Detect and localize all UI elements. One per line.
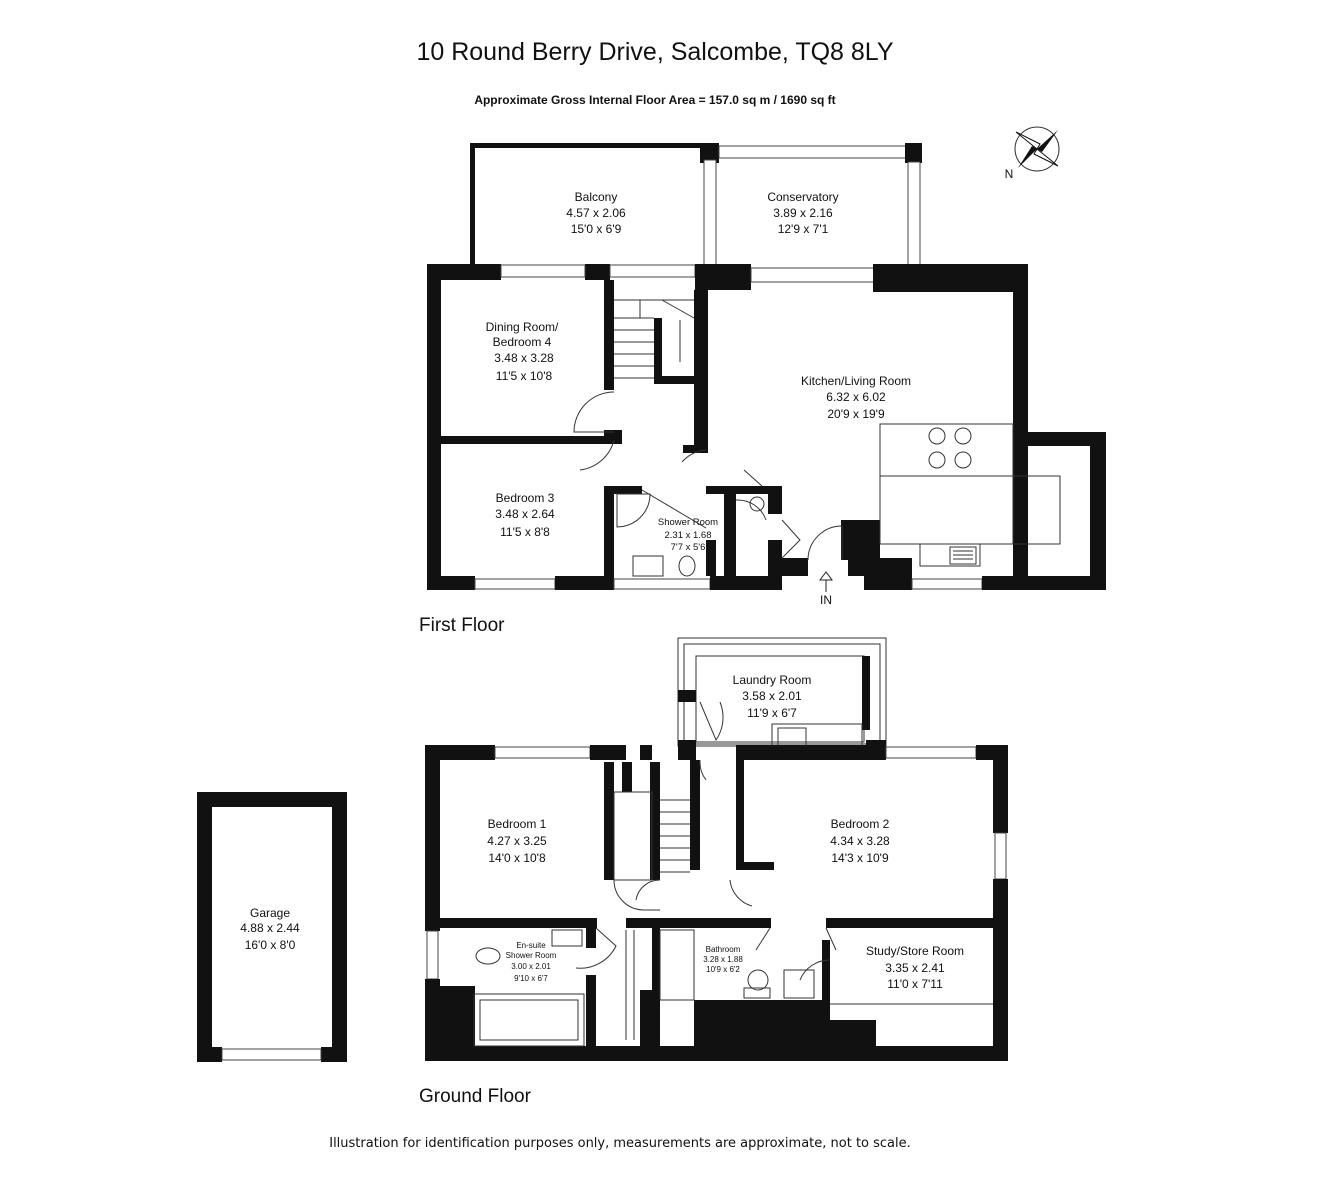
svg-text:14'0 x 10'8: 14'0 x 10'8 (488, 851, 546, 865)
floor-area-subtitle: Approximate Gross Internal Floor Area = … (474, 93, 836, 107)
svg-text:En-suite: En-suite (516, 941, 546, 950)
room-bedroom-2: Bedroom 2 4.34 x 3.28 14'3 x 10'9 (830, 817, 890, 865)
entrance-label: IN (820, 593, 832, 607)
svg-text:6.32 x 6.02: 6.32 x 6.02 (826, 390, 886, 404)
first-floor-doors (573, 391, 843, 561)
ground-floor-plan: Laundry Room 3.58 x 2.01 11'9 x 6'7 Bedr… (425, 637, 1008, 1061)
svg-text:3.35 x 2.41: 3.35 x 2.41 (885, 961, 945, 975)
first-floor-walls (427, 264, 1106, 590)
disclaimer: Illustration for identification purposes… (329, 1136, 911, 1151)
room-bedroom-1: Bedroom 1 4.27 x 3.25 14'0 x 10'8 (487, 817, 547, 865)
svg-text:9'10 x 6'7: 9'10 x 6'7 (514, 974, 548, 983)
svg-text:11'0 x 7'11: 11'0 x 7'11 (887, 977, 943, 991)
first-floor-label: First Floor (419, 615, 505, 636)
room-dining-room-bedroom-4: Dining Room/ Bedroom 4 3.48 x 3.28 11'5 … (486, 320, 559, 383)
balcony-walls (470, 143, 719, 265)
svg-text:Bathroom: Bathroom (706, 945, 741, 954)
svg-text:11'5 x 8'8: 11'5 x 8'8 (500, 525, 550, 539)
room-study-store-room: Study/Store Room 3.35 x 2.41 11'0 x 7'11 (866, 944, 964, 991)
page-title: 10 Round Berry Drive, Salcombe, TQ8 8LY (416, 38, 894, 66)
svg-text:Bedroom 4: Bedroom 4 (493, 335, 552, 349)
ground-floor-doors (575, 759, 837, 1040)
svg-text:10'9 x 6'2: 10'9 x 6'2 (706, 965, 740, 974)
garage-imperial: 16'0 x 8'0 (245, 938, 296, 952)
room-ensuite-shower-room: En-suite Shower Room 3.00 x 2.01 9'10 x … (506, 941, 557, 983)
room-conservatory: Conservatory 3.89 x 2.16 12'9 x 7'1 (767, 190, 838, 236)
svg-text:Conservatory: Conservatory (767, 190, 838, 204)
svg-text:12'9 x 7'1: 12'9 x 7'1 (778, 222, 829, 236)
svg-text:11'5 x 10'8: 11'5 x 10'8 (496, 369, 553, 383)
svg-text:3.89 x 2.16: 3.89 x 2.16 (773, 206, 833, 220)
kitchen-fittings (749, 423, 1061, 567)
svg-text:Balcony: Balcony (575, 190, 618, 204)
svg-text:4.57 x 2.06: 4.57 x 2.06 (566, 206, 626, 220)
first-floor-plan: N IN Balcony 4.57 x 2.06 15'0 x 6'9 Cons… (427, 126, 1106, 607)
svg-text:Bedroom 3: Bedroom 3 (496, 491, 555, 505)
garage-plan: Garage 4.88 x 2.44 16'0 x 8'0 (197, 792, 347, 1062)
svg-text:Bedroom 2: Bedroom 2 (831, 817, 890, 831)
svg-text:Bedroom 1: Bedroom 1 (488, 817, 547, 831)
shower-room-fittings (616, 493, 696, 577)
svg-text:Laundry Room: Laundry Room (733, 673, 812, 687)
svg-text:3.00 x 2.01: 3.00 x 2.01 (511, 962, 551, 971)
svg-text:15'0 x 6'9: 15'0 x 6'9 (571, 222, 622, 236)
garage-metric: 4.88 x 2.44 (240, 921, 300, 935)
svg-text:14'3 x 10'9: 14'3 x 10'9 (831, 851, 889, 865)
svg-text:4.34 x 3.28: 4.34 x 3.28 (830, 834, 890, 848)
svg-text:20'9 x 19'9: 20'9 x 19'9 (827, 407, 885, 421)
svg-text:Dining Room/: Dining Room/ (486, 320, 559, 334)
svg-text:3.48 x 2.64: 3.48 x 2.64 (495, 507, 555, 521)
ground-floor-walls (425, 740, 1008, 1061)
room-shower-room: Shower Room 2.31 x 1.68 7'7 x 5'6 (658, 517, 718, 553)
svg-text:Kitchen/Living Room: Kitchen/Living Room (801, 374, 911, 388)
svg-text:7'7 x 5'6: 7'7 x 5'6 (671, 542, 706, 553)
svg-text:4.27 x 3.25: 4.27 x 3.25 (487, 834, 547, 848)
room-laundry-room: Laundry Room 3.58 x 2.01 11'9 x 6'7 (733, 673, 812, 720)
room-balcony: Balcony 4.57 x 2.06 15'0 x 6'9 (566, 190, 626, 236)
svg-text:3.48 x 3.28: 3.48 x 3.28 (494, 351, 554, 365)
room-bedroom-3: Bedroom 3 3.48 x 2.64 11'5 x 8'8 (495, 491, 555, 539)
svg-text:11'9 x 6'7: 11'9 x 6'7 (747, 706, 797, 720)
compass-icon (1014, 126, 1060, 172)
garage-name: Garage (250, 906, 290, 920)
entrance-arrow-icon (819, 571, 833, 592)
compass-north-label: N (1005, 167, 1014, 181)
svg-text:2.31 x 1.68: 2.31 x 1.68 (664, 530, 711, 541)
room-kitchen-living-room: Kitchen/Living Room 6.32 x 6.02 20'9 x 1… (801, 374, 911, 421)
svg-text:Shower Room: Shower Room (506, 951, 557, 960)
ground-floor-staircase (613, 791, 690, 881)
room-bathroom: Bathroom 3.28 x 1.88 10'9 x 6'2 (703, 945, 743, 974)
first-floor-staircase (614, 299, 695, 379)
svg-text:3.58 x 2.01: 3.58 x 2.01 (742, 689, 802, 703)
svg-text:Shower Room: Shower Room (658, 517, 718, 528)
ground-floor-label: Ground Floor (419, 1086, 531, 1107)
svg-text:3.28 x 1.88: 3.28 x 1.88 (703, 955, 743, 964)
ensuite-fittings (473, 929, 585, 1047)
svg-text:Study/Store Room: Study/Store Room (866, 944, 964, 958)
bathroom-fittings (659, 929, 815, 1001)
conservatory-glazing (703, 143, 922, 266)
